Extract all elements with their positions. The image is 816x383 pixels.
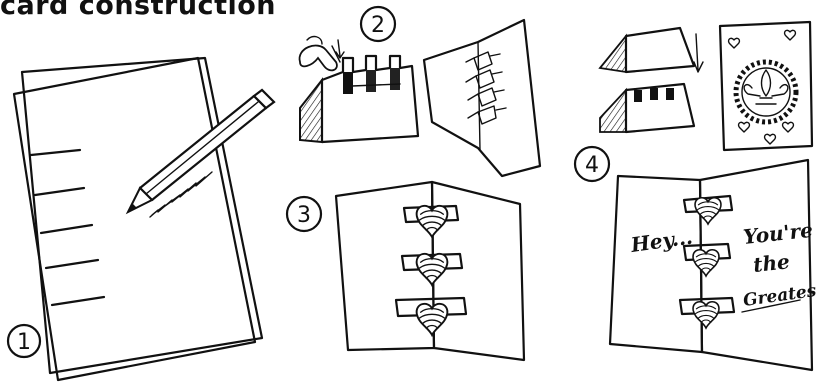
card-right-page: [430, 180, 526, 362]
heart-icon: [737, 121, 751, 133]
pencil-icon: [125, 88, 276, 215]
step-number-2: 2: [359, 5, 397, 43]
paper-sheet-front: [12, 56, 257, 382]
heart-icon: [727, 37, 741, 49]
underline: [741, 299, 801, 313]
pencil-scribble: [149, 171, 213, 218]
card-right-page: [698, 158, 814, 372]
folded-card-cutting: [298, 35, 420, 144]
step-2-continued-panel: [598, 20, 814, 152]
step-1-panel: 1: [6, 56, 276, 382]
page-title: card construction: [0, 0, 276, 21]
step-3-panel: 3: [285, 180, 526, 362]
step-2-panel: 2: [298, 5, 542, 178]
down-arrow-icon: [693, 33, 704, 73]
svg-text:1: 1: [17, 330, 31, 355]
paper-sheet-back: [20, 56, 264, 375]
message-line-3: Greatest: [742, 280, 816, 311]
popup-heart-3: [678, 296, 736, 329]
heart-icon: [781, 121, 795, 133]
popup-heart-1: [402, 204, 460, 238]
step-4-panel: 4 Hey... You're the Greatest: [573, 145, 816, 372]
card-left-page: [608, 174, 704, 354]
heart-icon: [763, 133, 777, 145]
step-number-4: 4: [573, 145, 611, 183]
popup-heart-3: [394, 296, 468, 336]
step-number-1: 1: [6, 323, 42, 359]
heart-icon: [783, 29, 797, 41]
decorated-card: [718, 20, 814, 152]
popup-heart-2: [682, 242, 732, 277]
popup-heart-1: [682, 194, 734, 225]
step-number-3: 3: [285, 195, 323, 233]
svg-text:4: 4: [585, 153, 599, 178]
message-line-1: You're: [742, 218, 814, 249]
svg-text:3: 3: [297, 203, 311, 228]
svg-text:2: 2: [371, 13, 385, 38]
cut-lines: [29, 148, 106, 307]
fleur-de-lis-icon: [743, 69, 789, 105]
popup-heart-2: [400, 252, 464, 286]
message-line-2: the: [752, 249, 791, 277]
opened-card-cuts: [422, 18, 542, 178]
